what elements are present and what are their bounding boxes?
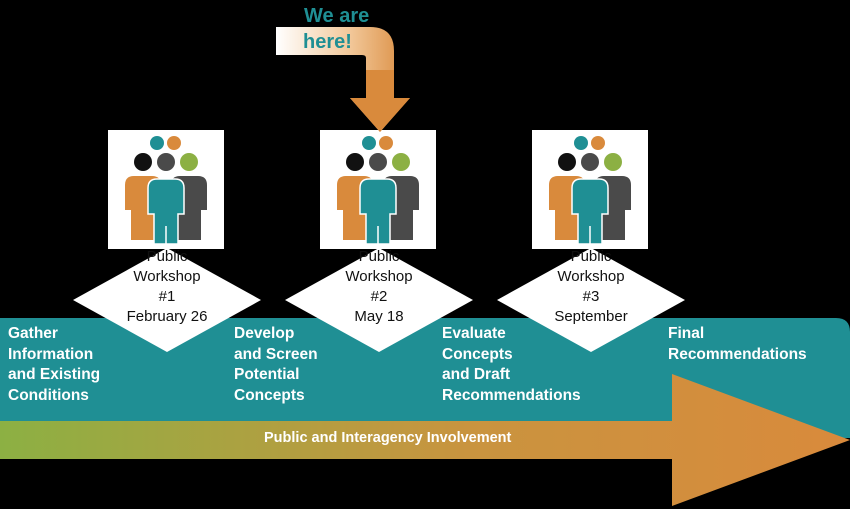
people-group-icon — [337, 136, 419, 245]
workshop-label-1: Public Workshop #1 February 26 — [126, 248, 208, 325]
workshop-label-2: Public Workshop #2 May 18 — [345, 248, 413, 325]
phase-label-3: Evaluate Concepts and Draft Recommendati… — [442, 325, 581, 404]
workshop-diamond-3 — [497, 248, 685, 352]
callout-line-2: here! — [303, 31, 352, 53]
phase-label-4: Final Recommendations — [668, 325, 807, 363]
involvement-label: Public and Interagency Involvement — [264, 430, 512, 446]
people-group-icon — [125, 136, 207, 245]
involvement-arrow — [0, 374, 850, 506]
workshop-label-3: Public Workshop #3 September — [554, 248, 628, 325]
phase-label-1: Gather Information and Existing Conditio… — [8, 325, 101, 404]
workshop-diamond-1 — [73, 248, 261, 352]
workshop-diamond-2 — [285, 248, 473, 352]
process-band — [0, 318, 850, 438]
people-group-icon — [549, 136, 631, 245]
callout-line-1: We are — [304, 5, 370, 27]
phase-label-2: Develop and Screen Potential Concepts — [234, 325, 318, 404]
callout-arrow-head — [350, 70, 410, 132]
